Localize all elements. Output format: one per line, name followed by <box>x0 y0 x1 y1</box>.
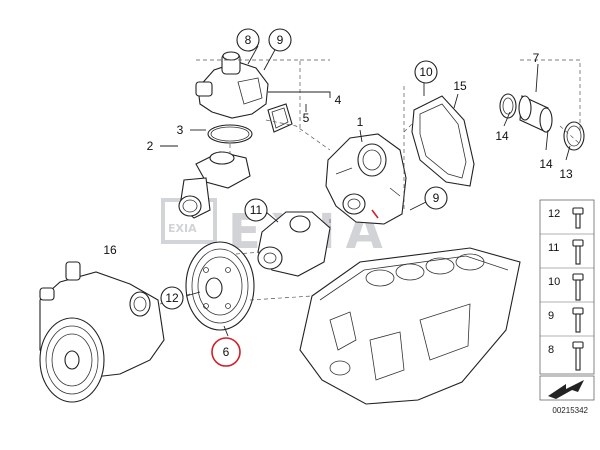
bolt-8-icon <box>572 341 584 371</box>
svg-text:1: 1 <box>357 115 364 129</box>
callout-5: 5 <box>303 111 310 125</box>
gasket-15 <box>411 95 475 187</box>
svg-text:2: 2 <box>147 139 154 153</box>
callout-16: 16 <box>103 243 117 257</box>
svg-text:11: 11 <box>250 203 263 217</box>
callout-9-top: 9 <box>268 28 292 52</box>
svg-text:5: 5 <box>303 111 310 125</box>
engine-block <box>299 247 521 405</box>
svg-text:10: 10 <box>419 65 433 79</box>
pipe-fittings <box>499 93 585 151</box>
callout-9-right: 9 <box>424 186 448 210</box>
svg-text:9: 9 <box>277 33 284 47</box>
callout-10: 10 <box>414 60 438 84</box>
svg-text:4: 4 <box>335 93 342 107</box>
bolt-11-icon <box>572 239 584 265</box>
svg-text:7: 7 <box>533 51 540 65</box>
callout-6: 6 <box>211 337 241 367</box>
legend-label-9: 9 <box>548 310 554 322</box>
legend-label-8: 8 <box>548 344 554 356</box>
pump-assembly-16 <box>39 261 165 403</box>
callout-2: 2 <box>147 139 154 153</box>
svg-text:8: 8 <box>245 33 252 47</box>
callout-3: 3 <box>177 123 184 137</box>
callout-4: 4 <box>335 93 342 107</box>
direction-arrow-box <box>539 375 595 401</box>
leader-lines <box>160 45 571 337</box>
water-pump-1 <box>325 133 407 225</box>
thermostat-housing <box>195 51 269 119</box>
callout-14-left: 14 <box>495 129 509 143</box>
callout-12: 12 <box>160 286 184 310</box>
callout-1: 1 <box>357 115 364 129</box>
highlight-marker <box>371 209 379 219</box>
callout-14-right: 14 <box>539 157 553 171</box>
legend-label-12: 12 <box>548 208 560 220</box>
diagram-ref-number: 00215342 <box>552 406 588 415</box>
thermostat-2 <box>178 151 251 219</box>
bolt-12-icon <box>572 207 584 229</box>
callout-8: 8 <box>236 28 260 52</box>
svg-text:9: 9 <box>433 191 440 205</box>
svg-text:14: 14 <box>495 129 509 143</box>
hardware-legend: 12 11 10 9 8 <box>539 199 595 375</box>
aux-water-pump-11 <box>257 211 331 277</box>
pulley-6 <box>185 241 255 331</box>
legend-label-11: 11 <box>548 242 559 254</box>
svg-text:13: 13 <box>559 167 573 181</box>
svg-text:15: 15 <box>453 79 467 93</box>
callout-7: 7 <box>533 51 540 65</box>
bolt-10-icon <box>572 273 584 301</box>
callout-13: 13 <box>559 167 573 181</box>
legend-label-10: 10 <box>548 276 560 288</box>
svg-text:6: 6 <box>223 345 230 359</box>
svg-text:EXIA: EXIA <box>168 222 197 235</box>
svg-text:14: 14 <box>539 157 553 171</box>
svg-text:16: 16 <box>103 243 117 257</box>
callout-15: 15 <box>453 79 467 93</box>
svg-text:12: 12 <box>165 291 179 305</box>
gasket-5 <box>267 103 293 133</box>
o-ring-3 <box>207 124 253 144</box>
bolt-9-icon <box>572 307 584 333</box>
assembly-lines <box>159 59 581 305</box>
arrow-icon <box>548 380 584 399</box>
callout-11: 11 <box>244 198 268 222</box>
svg-text:3: 3 <box>177 123 184 137</box>
